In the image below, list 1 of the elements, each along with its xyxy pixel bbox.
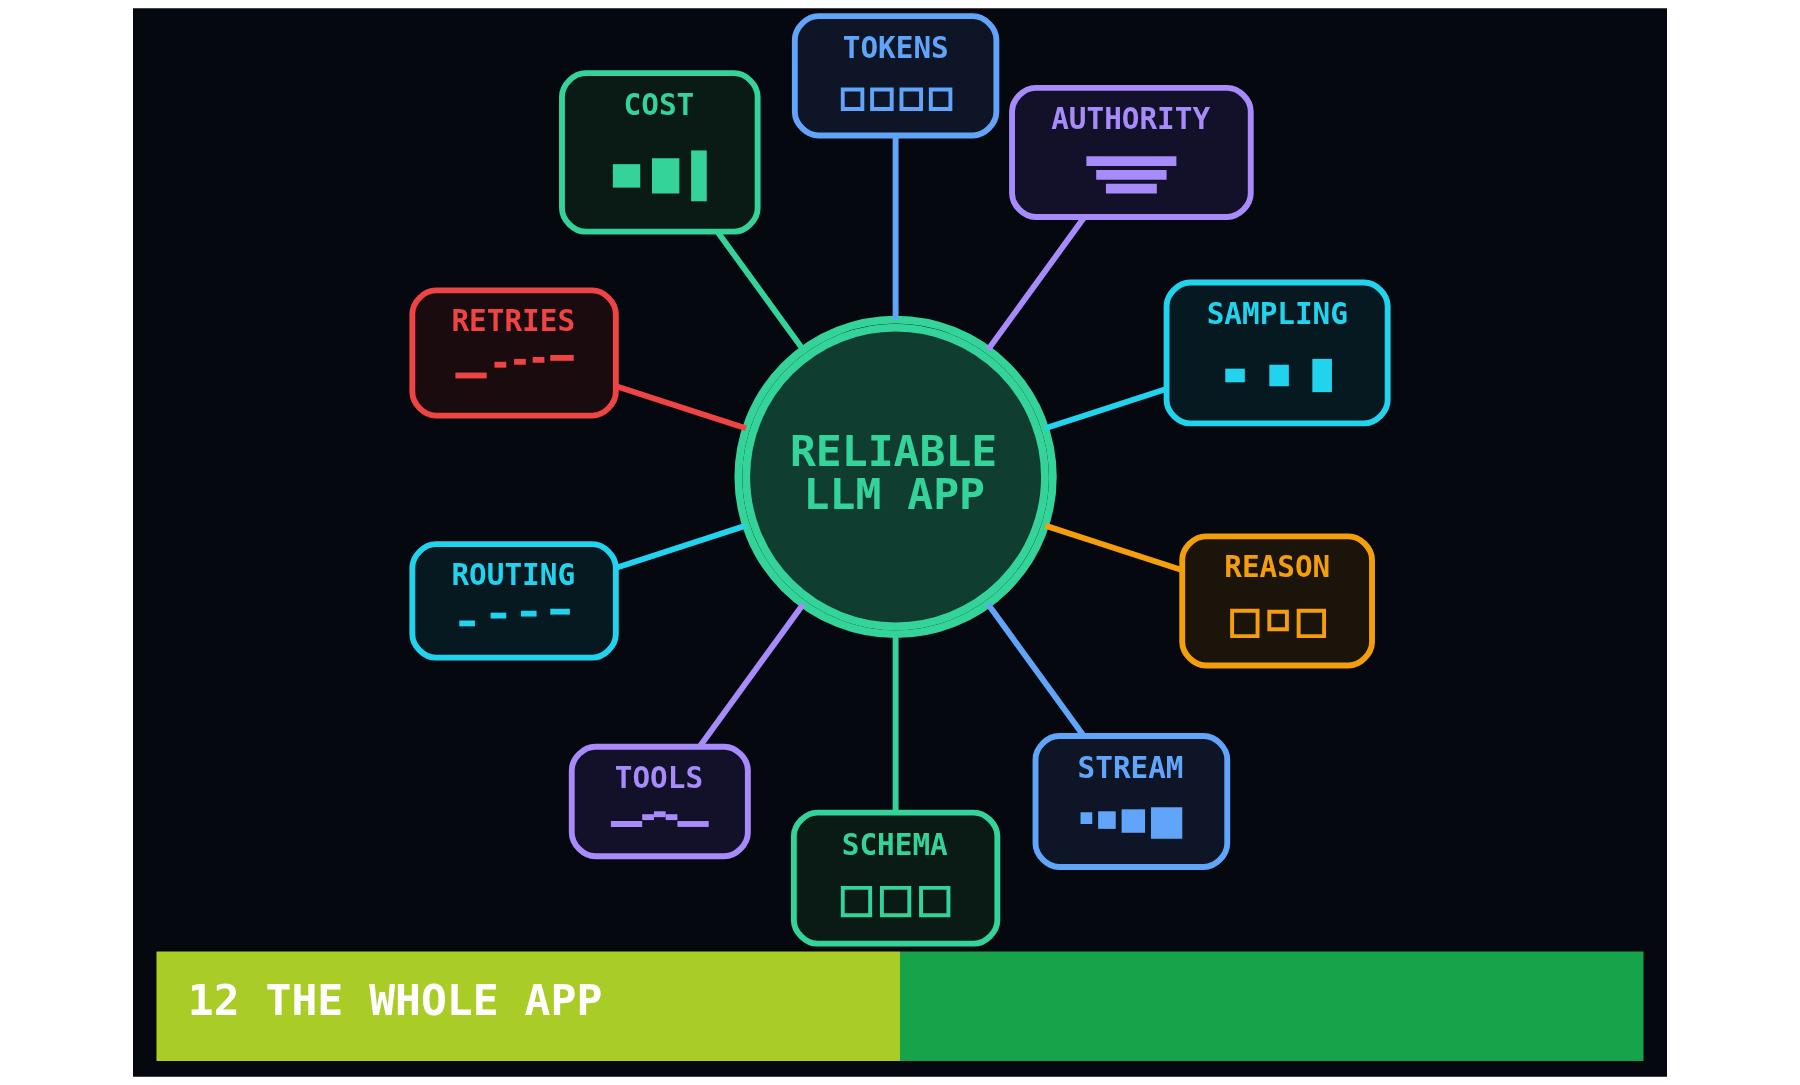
- caption: 12 THE WHOLE APP: [187, 975, 603, 1026]
